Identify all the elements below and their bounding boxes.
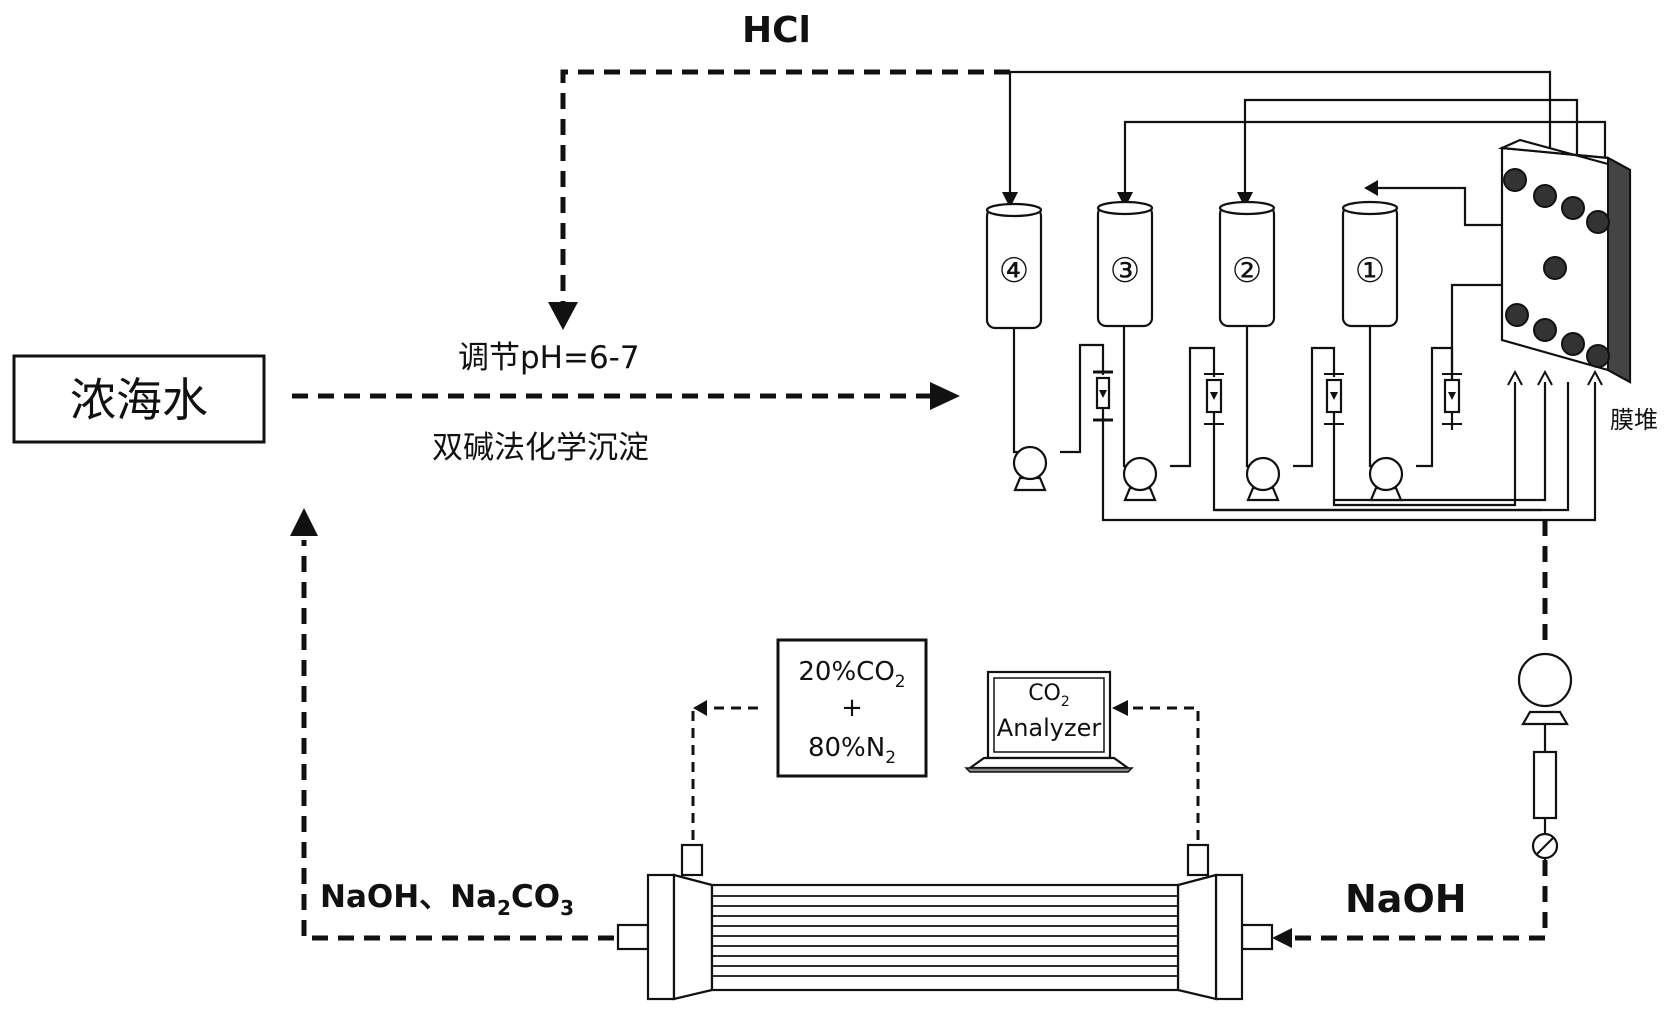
gas-mixture-line3: 80%N2 [808, 733, 896, 768]
gas-outlet-arrowhead [693, 700, 707, 716]
gas-analyzer-arrowhead [1112, 700, 1128, 716]
pump-2 [1247, 458, 1279, 500]
gas-analyzer-dashed-line [1130, 708, 1198, 840]
co2-analyzer-line2: Analyzer [997, 714, 1102, 742]
naoh-arrowhead [1272, 928, 1292, 948]
naoh-feed-pump [1519, 654, 1571, 752]
naoh-label: NaOH [1345, 877, 1467, 921]
double-alkali-label: 双碱法化学沉淀 [432, 430, 649, 466]
pump-4 [1014, 447, 1046, 490]
tank-2-label: ② [1232, 251, 1262, 291]
pump-3 [1124, 458, 1156, 500]
hcl-label: HCl [742, 10, 811, 51]
membrane-stack [1502, 140, 1630, 382]
tank-1-inlet-arrow [1364, 180, 1378, 196]
hcl-down-arrowhead [548, 302, 578, 330]
naoh-filter [1534, 752, 1556, 818]
hcl-dashed-line [563, 72, 1010, 302]
gas-mixture-line1: 20%CO2 [798, 657, 905, 692]
seawater-to-ed-arrowhead [930, 382, 960, 410]
concentrated-seawater-label: 浓海水 [70, 373, 208, 427]
membrane-contactor [618, 845, 1272, 999]
ph-adjust-label: 调节pH=6-7 [458, 340, 640, 376]
membrane-stack-label: 膜堆 [1610, 406, 1658, 434]
gas-outlet-dashed-line [693, 708, 765, 840]
pump-1 [1370, 458, 1402, 500]
naoh-pressure-gauge [1533, 818, 1557, 864]
tank-1-label: ① [1355, 251, 1385, 291]
gas-mixture-line2: + [841, 693, 863, 723]
return-up-arrowhead [290, 508, 318, 536]
tank-3-label: ③ [1110, 251, 1140, 291]
tank-4-label: ④ [999, 251, 1029, 291]
naoh-na2co3-label: NaOH、Na2CO3 [320, 879, 574, 920]
